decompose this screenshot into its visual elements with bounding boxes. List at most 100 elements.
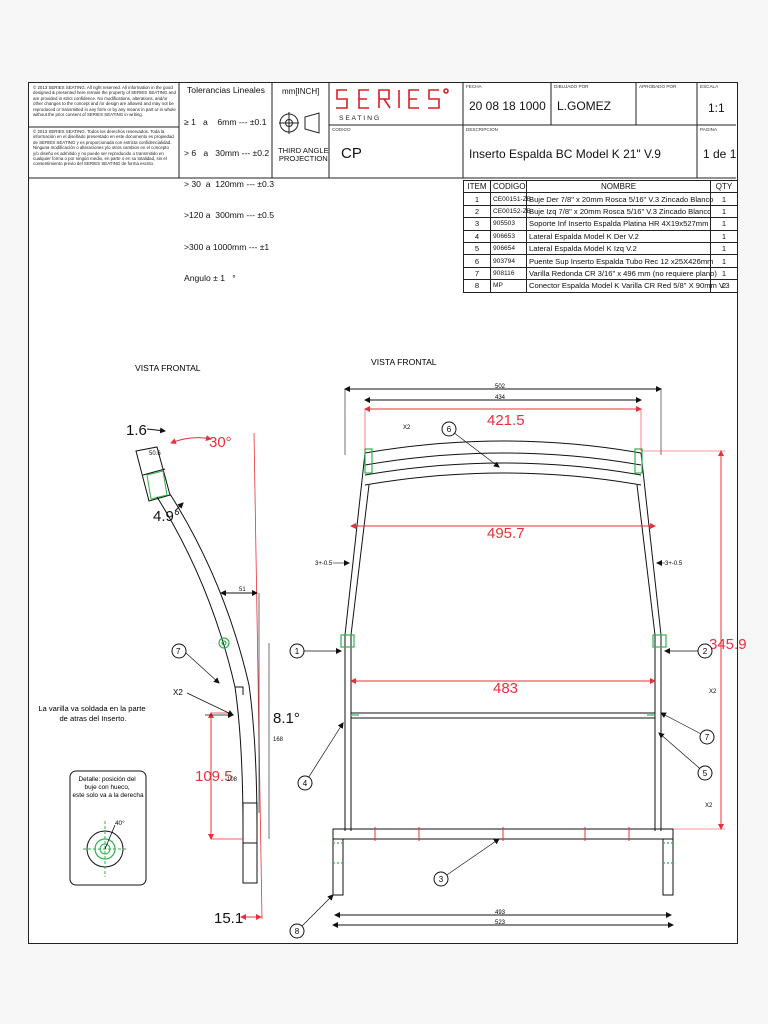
balloon-front-8: 8: [289, 894, 334, 939]
front-x2-bottom: X2: [705, 803, 713, 809]
svg-text:4: 4: [303, 779, 308, 788]
dim-109-5: 109.5: [195, 768, 233, 785]
codigo-label: CODIGO: [332, 127, 351, 132]
bom-header-row: ITEM CODIGO NOMBRE QTY: [463, 179, 738, 194]
front-x2-right: X2: [709, 689, 717, 695]
descripcion-label: DESCRIPCION: [466, 127, 498, 132]
tolerance-row: ≥ 1 a 6mm --- ±0.1: [184, 116, 267, 127]
copyright-english: © 2013 SERIES SEATING. All right reserve…: [33, 85, 176, 118]
bom-cell-qty: 1: [710, 229, 738, 243]
dim-523: 523: [495, 920, 506, 926]
bom-cell-nombre: Soporte Inf Inserto Espalda Platina HR 4…: [526, 217, 711, 231]
tolerance-row: > 30 a 120mm --- ±0.3: [184, 179, 274, 190]
escala-value: 1:1: [708, 101, 725, 115]
drawing-sheet: © 2013 SERIES SEATING. All right reserve…: [28, 82, 747, 944]
front-frame: [332, 440, 674, 896]
tolerance-row: > 6 a 30mm --- ±0.2: [184, 148, 270, 159]
tolerance-row: >120 a 300mm --- ±0.5: [184, 210, 274, 221]
tolerances-title: Tolerancias Lineales: [187, 85, 265, 95]
svg-text:6: 6: [447, 425, 452, 434]
pagina-value: 1 de 1: [703, 147, 737, 161]
dim-tol-right: 3+-0.5: [665, 561, 683, 567]
units-label: mm[INCH]: [282, 87, 320, 96]
bom-cell-qty: 1: [710, 192, 738, 206]
dim-483: 483: [493, 680, 518, 697]
fecha-label: FECHA: [466, 84, 482, 89]
bom-cell-codigo: CE00152-ZB: [490, 204, 531, 219]
side-bushing: [218, 637, 230, 649]
series-seating-logo: S E A T I N G: [336, 88, 449, 122]
bom-cell-qty: 1: [710, 204, 738, 219]
bom-cell-qty: 1: [710, 217, 738, 231]
balloon-front-6: 6: [441, 421, 500, 468]
dim-421-5: 421.5: [487, 412, 525, 429]
dim-angle-8-1: 8.1°: [273, 710, 300, 727]
copyright-spanish: © 2013 SERIES SEATING. Todos los derecho…: [33, 129, 174, 167]
balloon-front-5: 5: [658, 732, 713, 781]
aprobado-label: APROBADO POR: [639, 84, 677, 89]
svg-text:5: 5: [703, 769, 708, 778]
title-block-frame: [29, 83, 736, 179]
dim-495-7: 495.7: [487, 525, 525, 542]
detail-box: [69, 770, 147, 886]
dim-168: 168: [273, 737, 284, 743]
codigo-value: CP: [341, 145, 362, 162]
dim-51: 51: [239, 587, 246, 593]
front-red-ticks: [374, 827, 630, 841]
dim-108: 108: [227, 777, 238, 783]
svg-text:1: 1: [295, 647, 300, 656]
dim-434: 434: [495, 395, 506, 401]
svg-text:3: 3: [439, 875, 444, 884]
escala-label: ESCALA: [700, 84, 719, 89]
pagina-label: PAGINA: [700, 127, 718, 132]
detail-angle-40: 40°: [115, 819, 125, 827]
svg-text:2: 2: [703, 647, 708, 656]
dibujado-label: DIBUJADO POR: [554, 84, 589, 89]
weld-note: La varilla va soldada en la parte de atr…: [38, 704, 147, 723]
front-green-markers: [333, 448, 673, 864]
bom-cell-codigo: CE00151-ZB: [490, 192, 531, 206]
logo-subtitle: S E A T I N G: [339, 115, 379, 122]
balloon-front-3: 3: [433, 838, 500, 887]
bom-cell-nombre: Conector Espalda Model K Varilla CR Red …: [526, 279, 730, 293]
bom-cell-item: 2: [463, 204, 491, 219]
detail-caption: Detalle: posición del buje con hueco, es…: [72, 776, 143, 799]
svg-text:8: 8: [295, 927, 300, 936]
tolerance-row: >300 a 1000mm --- ±1: [184, 241, 270, 252]
bom-cell-nombre: Buje Izq 7/8" x 20mm Rosca 5/16" V.3 Zin…: [526, 204, 711, 219]
bom-cell-qty: 1: [710, 241, 738, 256]
side-profile: [135, 446, 258, 884]
side-x2-label: X2: [173, 688, 183, 697]
front-x2-top: X2: [403, 425, 411, 431]
balloon-front-7: 7: [660, 712, 715, 745]
balloon-front-2: 2: [664, 643, 713, 659]
balloon-front-1: 1: [289, 643, 342, 659]
bom-header-item: ITEM: [463, 179, 491, 194]
svg-text:7: 7: [705, 733, 710, 742]
dim-493: 493: [495, 910, 506, 916]
projection-label: THIRD ANGLE PROJECTION: [278, 146, 329, 164]
fecha-value: 20 08 18 1000: [469, 99, 546, 113]
dim-1-6: 1.6: [126, 422, 147, 439]
bom-header-codigo: CODIGO: [490, 179, 527, 194]
bom-cell-nombre: Puente Sup Inserto Espalda Tubo Rec 12 x…: [526, 254, 713, 268]
balloon-side-7: 7: [171, 643, 220, 684]
side-view-title: VISTA FRONTAL: [135, 363, 201, 373]
bom-header-nombre: NOMBRE: [526, 179, 711, 194]
tolerance-row: Angulo ± 1 °: [184, 272, 236, 283]
third-angle-projection-icon: [279, 112, 320, 134]
bom-cell-qty: 2: [710, 279, 738, 293]
dim-15-1: 15.1: [214, 910, 243, 927]
svg-text:7: 7: [176, 647, 181, 656]
balloon-front-4: 4: [297, 722, 344, 791]
dim-tol-left: 3+-0.5: [315, 561, 333, 567]
detail-bushing-drawing: 40°: [83, 819, 127, 877]
dim-502: 502: [495, 384, 506, 390]
